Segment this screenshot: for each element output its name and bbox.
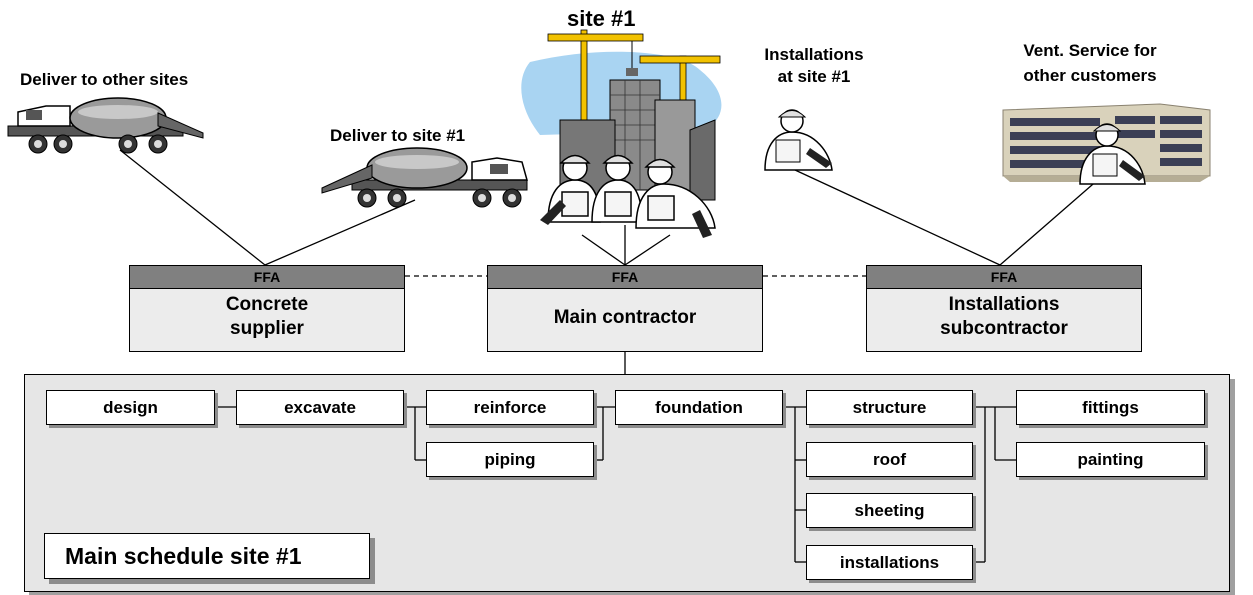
task-design: design xyxy=(46,390,215,425)
task-foundation: foundation xyxy=(615,390,783,425)
task-fittings: fittings xyxy=(1016,390,1205,425)
label-deliver-site: Deliver to site #1 xyxy=(330,126,466,145)
ffa-header: FFA xyxy=(488,266,762,289)
ffa-box-concrete-supplier: FFA Concrete supplier xyxy=(129,265,405,352)
ffa-box-main-contractor: FFA Main contractor xyxy=(487,265,763,352)
task-excavate: excavate xyxy=(236,390,404,425)
ffa-title-line1: Installations xyxy=(948,294,1060,315)
label-vent-line1: Vent. Service for xyxy=(1023,41,1157,60)
ffa-title-line2: supplier xyxy=(230,318,304,339)
label-installations: Installations at site #1 xyxy=(744,44,884,88)
office-building-icon xyxy=(1002,103,1211,185)
ffa-title-line2: subcontractor xyxy=(940,318,1068,339)
label-vent-service: Vent. Service for other customers xyxy=(990,38,1190,88)
ffa-box-installations-subcontractor: FFA Installations subcontractor xyxy=(866,265,1142,352)
concrete-truck-icon xyxy=(7,97,204,154)
label-installations-line1: Installations xyxy=(764,45,864,64)
task-painting: painting xyxy=(1016,442,1205,477)
label-deliver-other-sites: Deliver to other sites xyxy=(20,70,189,89)
schedule-title: Main schedule site #1 xyxy=(44,533,370,579)
ffa-title-line1: Concrete xyxy=(225,294,309,315)
concrete-truck-icon xyxy=(321,147,528,208)
task-sheeting: sheeting xyxy=(806,493,973,528)
ffa-title: Main contractor xyxy=(488,289,762,330)
worker-icon xyxy=(764,109,833,171)
task-roof: roof xyxy=(806,442,973,477)
ffa-title: Concrete supplier xyxy=(130,289,404,341)
construction-site-icon xyxy=(521,29,722,238)
label-site: site #1 xyxy=(567,6,636,31)
label-installations-line2: at site #1 xyxy=(777,67,851,86)
label-vent-line2: other customers xyxy=(1023,66,1157,85)
ffa-header: FFA xyxy=(867,266,1141,289)
ffa-title: Installations subcontractor xyxy=(867,289,1141,341)
ffa-title-line1: Main contractor xyxy=(553,307,697,328)
task-piping: piping xyxy=(426,442,594,477)
connector-lines xyxy=(119,149,1101,374)
ffa-header: FFA xyxy=(130,266,404,289)
task-structure: structure xyxy=(806,390,973,425)
task-installations: installations xyxy=(806,545,973,580)
task-reinforce: reinforce xyxy=(426,390,594,425)
